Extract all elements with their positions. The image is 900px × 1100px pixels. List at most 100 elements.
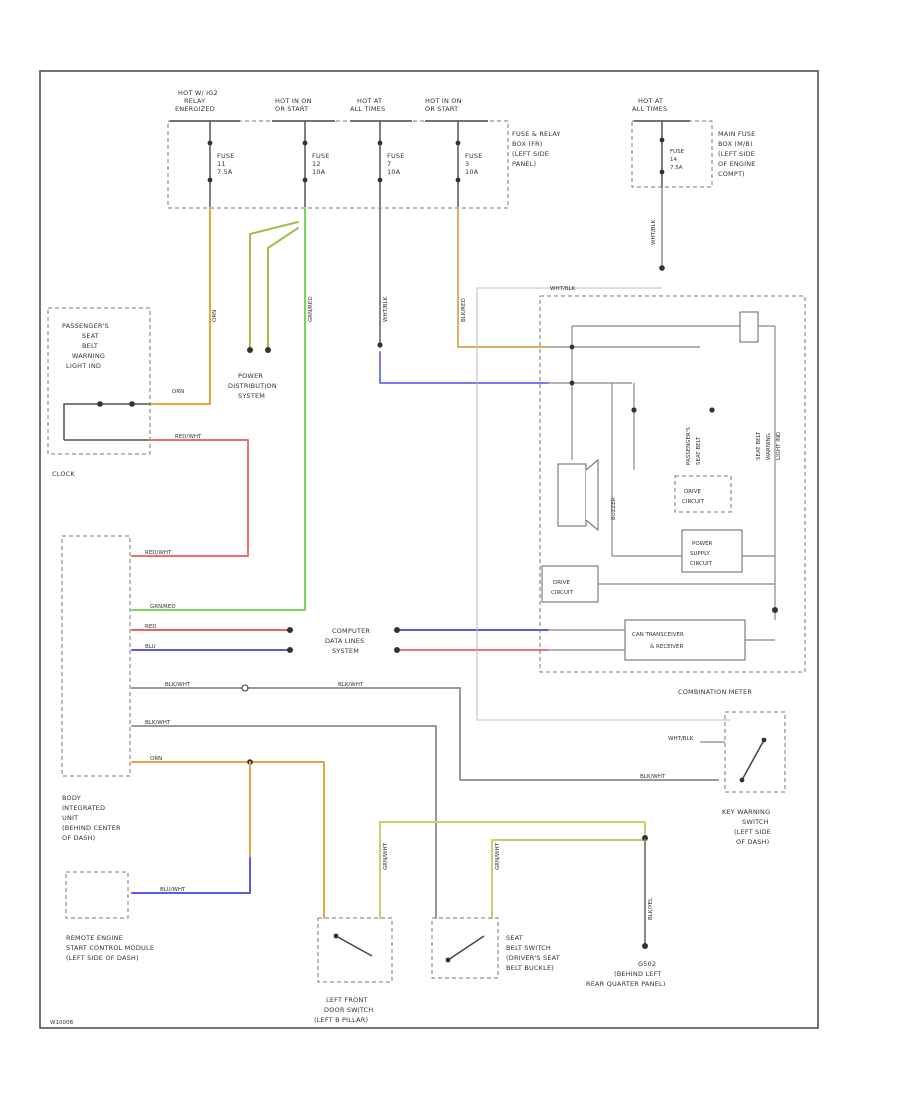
main-fuse-label-1: MAIN FUSE bbox=[718, 130, 755, 138]
fuse-1-amp: 7.5A bbox=[217, 168, 233, 176]
passenger-light-label-5: LIGHT IND bbox=[66, 362, 101, 370]
key-warning-label-2: SWITCH bbox=[742, 818, 769, 826]
seat-belt-warn-label-3: LIGHT IND bbox=[776, 432, 782, 460]
wire-label-red-wht-top: RED/WHT bbox=[175, 434, 202, 440]
seat-belt-switch-label-4: BELT BUCKLE) bbox=[506, 964, 554, 972]
main-fuse-label-2: BOX (M/B) bbox=[718, 140, 753, 148]
drive-circuit-2-label-1: DRIVE bbox=[553, 580, 570, 586]
wire-label-wht-blk-fuse7: WHT/BLK bbox=[383, 296, 389, 322]
left-door-label-1: LEFT FRONT bbox=[326, 996, 368, 1004]
relay-box-3-hot: HOT AT bbox=[357, 97, 382, 105]
footer-code: W1000B bbox=[50, 1020, 73, 1026]
remote-engine-label-1: REMOTE ENGINE bbox=[66, 934, 123, 942]
wire-label-grn-wht-1: GRN/WHT bbox=[383, 842, 389, 870]
relay-box-1-sub2: ENERGIZED bbox=[175, 105, 215, 113]
fuse-box-label-2: BOX (FR) bbox=[512, 140, 543, 148]
key-warning-switch: WHT/BLK KEY WARNING SWITCH (LEFT SIDE OF… bbox=[668, 711, 786, 846]
body-unit-label-3: UNIT bbox=[62, 814, 78, 822]
main-fuse-label-3: (LEFT SIDE bbox=[718, 150, 755, 158]
computer-data-label-1: COMPUTER bbox=[332, 627, 370, 635]
body-integrated-unit: BODY INTEGRATED UNIT (BEHIND CENTER OF D… bbox=[61, 535, 131, 842]
combination-meter: WHT/BLK COMBINATION METER BUZZER POWER S… bbox=[476, 286, 806, 721]
left-front-door-switch: LEFT FRONT DOOR SWITCH (LEFT B PILLAR) bbox=[314, 917, 393, 1024]
power-supply-label-2: SUPPLY bbox=[690, 551, 710, 557]
relay-box-2-sub: OR START bbox=[275, 105, 308, 113]
fuse-1-num: 11 bbox=[217, 160, 226, 168]
fuse-2-num: 12 bbox=[312, 160, 321, 168]
remote-engine-label-2: START CONTROL MODULE bbox=[66, 944, 154, 952]
fuse-box-label-3: (LEFT SIDE bbox=[512, 150, 549, 158]
relay-box-2-hot: HOT IN ON bbox=[275, 97, 312, 105]
can-receiver-label: & RECEIVER bbox=[650, 644, 684, 650]
main-fuse-label-4: OF ENGINE bbox=[718, 160, 756, 168]
wire-label-wht-blk-meter: WHT/BLK bbox=[550, 286, 576, 292]
computer-data-label-2: DATA LINES bbox=[325, 637, 364, 645]
power-distribution-2: DISTRIBUTION bbox=[228, 382, 277, 390]
fuse-3-num: 7 bbox=[387, 160, 391, 168]
can-transceiver-label: CAN TRANSCEIVER bbox=[632, 632, 684, 638]
wire-label-wht-blk-vert: WHT/BLK bbox=[651, 219, 657, 245]
ground-label-3: REAR QUARTER PANEL) bbox=[586, 980, 666, 988]
drive-circuit-1-label-1: DRIVE bbox=[684, 489, 701, 495]
fuse-2-name: FUSE bbox=[312, 152, 330, 160]
left-door-label-3: (LEFT B PILLAR) bbox=[314, 1016, 368, 1024]
passenger-light-label-1: PASSENGER'S bbox=[62, 322, 109, 330]
wire-label-orn-vert: ORN bbox=[212, 310, 218, 322]
wire-label-grn-red-vert: GRN/RED bbox=[308, 296, 314, 322]
body-unit-label-5: OF DASH) bbox=[62, 834, 95, 842]
ground-label-2: (BEHIND LEFT bbox=[614, 970, 662, 978]
fuse-box-label-1: FUSE & RELAY bbox=[512, 130, 561, 138]
ground-g502: G502 (BEHIND LEFT REAR QUARTER PANEL) bbox=[586, 960, 666, 988]
power-supply-label-3: CIRCUIT bbox=[690, 561, 712, 567]
fuse-4-num: 3 bbox=[465, 160, 469, 168]
body-unit-label-2: INTEGRATED bbox=[62, 804, 105, 812]
remote-engine-label-3: (LEFT SIDE OF DASH) bbox=[66, 954, 139, 962]
key-warning-label-4: OF DASH) bbox=[736, 838, 769, 846]
wire-label-red-wht-bottom: RED/WHT bbox=[145, 550, 172, 556]
main-fuse-sub: ALL TIMES bbox=[632, 105, 667, 113]
wire-label-orn-door: ORN bbox=[150, 756, 162, 762]
fuse-4-amp: 10A bbox=[465, 168, 479, 176]
pass-seat-belt-label-1: PASSENGER'S bbox=[686, 427, 692, 465]
main-fuse-name: FUSE bbox=[670, 149, 685, 155]
power-distribution-1: POWER bbox=[238, 372, 263, 380]
fuse-1-name: FUSE bbox=[217, 152, 235, 160]
wire-label-blu-data: BLU bbox=[145, 644, 156, 650]
wire-label-grn-red-horiz: GRN/RED bbox=[150, 604, 176, 610]
main-fuse-amp: 7.5A bbox=[670, 165, 683, 171]
relay-box-1-hot: HOT W/ IG2 bbox=[178, 89, 218, 97]
wire-label-blk-wht-1: BLK/WHT bbox=[165, 682, 191, 688]
seat-belt-switch-label-3: (DRIVER'S SEAT bbox=[506, 954, 560, 962]
power-distribution-3: SYSTEM bbox=[238, 392, 265, 400]
main-fuse-hot: HOT AT bbox=[638, 97, 663, 105]
clock-label: CLOCK bbox=[52, 470, 75, 478]
body-unit-label-4: (BEHIND CENTER bbox=[62, 824, 121, 832]
fuse-3-amp: 10A bbox=[387, 168, 401, 176]
seat-belt-switch-label-2: BELT SWITCH bbox=[506, 944, 551, 952]
wire-label-blk-yel: BLK/YEL bbox=[648, 897, 654, 920]
main-fuse-label-5: COMPT) bbox=[718, 170, 745, 178]
main-fuse-box: HOT AT ALL TIMES FUSE 14 7.5A MAIN FUSE … bbox=[631, 97, 756, 271]
passenger-seat-belt-warning-light: PASSENGER'S SEAT BELT WARNING LIGHT IND … bbox=[47, 307, 151, 478]
buzzer-label: BUZZER bbox=[611, 497, 617, 520]
power-supply-label-1: POWER bbox=[692, 541, 713, 547]
seat-belt-switch: SEAT BELT SWITCH (DRIVER'S SEAT BELT BUC… bbox=[431, 917, 560, 979]
seat-belt-warn-label-1: SEAT BELT bbox=[756, 431, 762, 460]
wire-label-grn-wht-2: GRN/WHT bbox=[495, 842, 501, 870]
combination-meter-label: COMBINATION METER bbox=[678, 688, 752, 696]
fuse-relay-box-fr: HOT W/ IG2 RELAY ENERGIZED HOT IN ON OR … bbox=[167, 89, 561, 209]
pass-seat-belt-label-2: SEAT BELT bbox=[696, 436, 702, 465]
wire-label-wht-blk-key: WHT/BLK bbox=[668, 736, 694, 742]
main-fuse-num: 14 bbox=[670, 157, 677, 163]
fuse-3-name: FUSE bbox=[387, 152, 405, 160]
remote-engine-start-module: REMOTE ENGINE START CONTROL MODULE (LEFT… bbox=[65, 871, 154, 962]
relay-box-1-sub: RELAY bbox=[184, 97, 205, 105]
wire-label-red-data: RED bbox=[145, 624, 157, 630]
wire-label-blu-wht: BLU/WHT bbox=[160, 887, 186, 893]
seat-belt-switch-label-1: SEAT bbox=[506, 934, 523, 942]
relay-box-3-sub: ALL TIMES bbox=[350, 105, 385, 113]
left-door-label-2: DOOR SWITCH bbox=[324, 1006, 374, 1014]
relay-box-4-hot: HOT IN ON bbox=[425, 97, 462, 105]
key-warning-label-1: KEY WARNING bbox=[722, 808, 770, 816]
